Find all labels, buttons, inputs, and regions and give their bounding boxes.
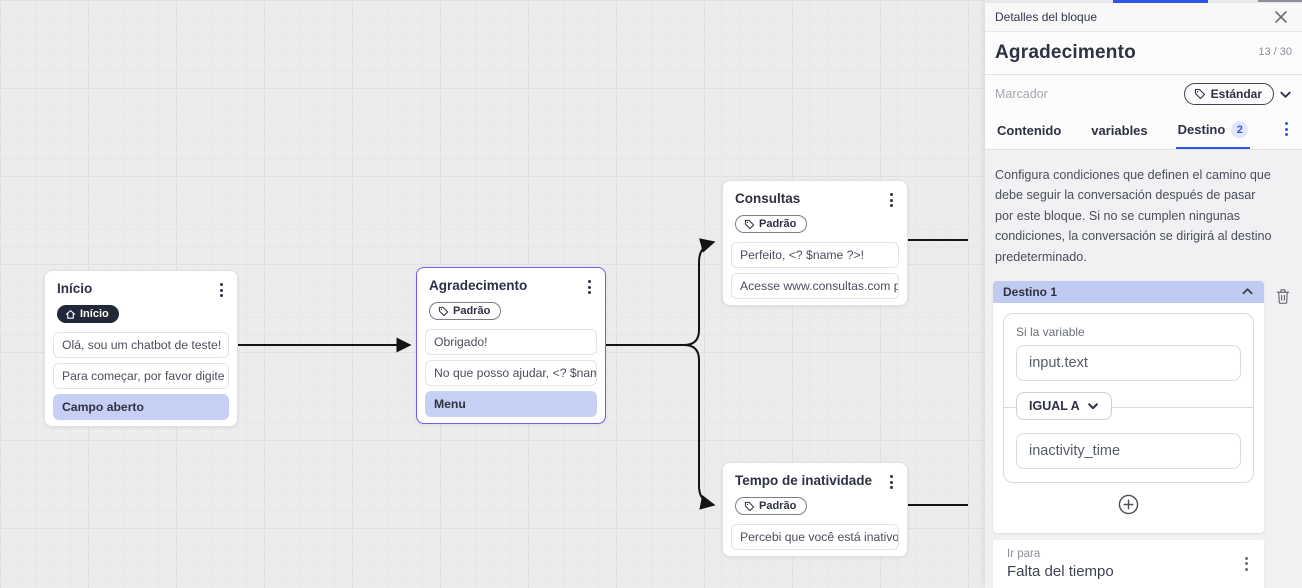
trash-icon — [1276, 289, 1290, 304]
tab-contenido[interactable]: Contenido — [995, 119, 1063, 149]
kebab-menu-icon[interactable] — [886, 191, 897, 209]
goto-value: Falta del tiempo — [1007, 562, 1114, 580]
panel-title: Detalles del bloque — [995, 10, 1098, 24]
close-icon — [1275, 11, 1287, 23]
flow-node-inicio[interactable]: Início Início Olá, sou um chatbot de tes… — [44, 270, 238, 427]
plus-circle-icon — [1118, 494, 1139, 515]
message-chip: Olá, sou um chatbot de teste! — [53, 331, 229, 358]
goto-label: Ir para — [1007, 547, 1041, 560]
tag-icon — [1194, 88, 1205, 100]
block-name: Agradecimento — [995, 42, 1136, 63]
top-tab-strip — [985, 0, 1302, 3]
tag-icon — [744, 501, 755, 511]
active-tab-indicator — [1113, 0, 1208, 3]
node-badge-label: Início — [80, 308, 109, 320]
flow-node-tempo-inatividade[interactable]: Tempo de inatividade Padrão Percebi que … — [722, 462, 908, 557]
node-badge-label: Padrão — [453, 305, 491, 317]
kebab-menu-icon[interactable] — [584, 278, 595, 296]
node-title: Tempo de inatividade — [735, 473, 873, 488]
condition-label: Si la variable — [1016, 324, 1085, 339]
tab-label: Destino — [1177, 122, 1226, 137]
message-chip-highlighted: Menu — [425, 390, 597, 417]
tabs-kebab-menu-icon[interactable] — [1281, 120, 1292, 138]
tab-label: variables — [1091, 123, 1148, 138]
tab-label: Contenido — [997, 123, 1062, 138]
node-type-badge: Padrão — [735, 497, 808, 515]
destination-card: Destino 1 Si la variable IGUAL A — [993, 280, 1264, 533]
divider — [985, 74, 1302, 75]
delete-destination-button[interactable] — [1273, 286, 1293, 307]
block-details-panel: Detalles del bloque Agradecimento 13 / 3… — [985, 0, 1302, 588]
tab-variables[interactable]: variables — [1089, 119, 1149, 149]
close-button[interactable] — [1272, 8, 1290, 26]
operator-dropdown[interactable]: IGUAL A — [1016, 391, 1112, 420]
condition-box: Si la variable IGUAL A — [1003, 312, 1254, 483]
flow-node-agradecimento[interactable]: Agradecimento Padrão Obrigado! No que po… — [416, 267, 606, 424]
message-chip: Para começar, por favor digite o ... — [53, 362, 229, 389]
home-icon — [65, 309, 76, 319]
marker-standard-pill[interactable]: Estándar — [1183, 83, 1274, 105]
tag-icon — [744, 219, 755, 229]
top-strip-segment — [1258, 0, 1302, 2]
node-type-badge: Padrão — [735, 215, 808, 233]
chevron-down-icon[interactable] — [1279, 88, 1292, 101]
node-title: Consultas — [735, 191, 801, 206]
chevron-up-icon[interactable] — [1241, 285, 1254, 298]
tag-icon — [438, 306, 449, 316]
destination-description: Configura condiciones que definen el cam… — [995, 168, 1272, 264]
message-chip-highlighted: Campo aberto — [53, 393, 229, 420]
marker-label: Marcador — [995, 87, 1048, 101]
flow-node-consultas[interactable]: Consultas Padrão Perfeito, <? $name ?>! … — [722, 180, 908, 306]
message-chip: Obrigado! — [425, 328, 597, 355]
variable-input[interactable] — [1016, 344, 1241, 381]
node-badge-label: Padrão — [759, 218, 797, 230]
node-title: Agradecimento — [429, 278, 528, 293]
message-chip: Acesse www.consultas.com par... — [731, 272, 899, 299]
divider — [1004, 406, 1253, 408]
operator-value: IGUAL A — [1029, 398, 1080, 413]
block-counter: 13 / 30 — [1258, 46, 1292, 58]
message-chip: Perfeito, <? $name ?>! — [731, 241, 899, 268]
tab-destino[interactable]: Destino 2 — [1175, 117, 1251, 149]
kebab-menu-icon[interactable] — [216, 281, 227, 299]
compare-value-input[interactable] — [1016, 432, 1241, 469]
edge-agradecimento-consultas — [606, 238, 716, 346]
message-chip: No que posso ajudar, <? $name ... — [425, 359, 597, 386]
destination-count-badge: 2 — [1231, 121, 1249, 138]
destination-card-header[interactable]: Destino 1 — [993, 280, 1264, 303]
add-condition-button[interactable] — [1116, 492, 1141, 517]
marker-value: Estándar — [1210, 87, 1262, 101]
node-title: Início — [57, 281, 93, 296]
message-chip: Percebi que você está inativo. C... — [731, 523, 899, 550]
edge-agradecimento-tempo — [606, 344, 716, 510]
kebab-menu-icon[interactable] — [886, 473, 897, 491]
node-type-badge: Padrão — [429, 302, 502, 320]
chevron-down-icon — [1087, 403, 1098, 410]
goto-kebab-menu-icon[interactable] — [1241, 555, 1252, 573]
goto-row[interactable]: Ir para Falta del tiempo — [993, 539, 1264, 588]
node-badge-label: Padrão — [759, 500, 797, 512]
node-type-badge: Início — [57, 305, 119, 323]
destination-title: Destino 1 — [1003, 284, 1058, 299]
